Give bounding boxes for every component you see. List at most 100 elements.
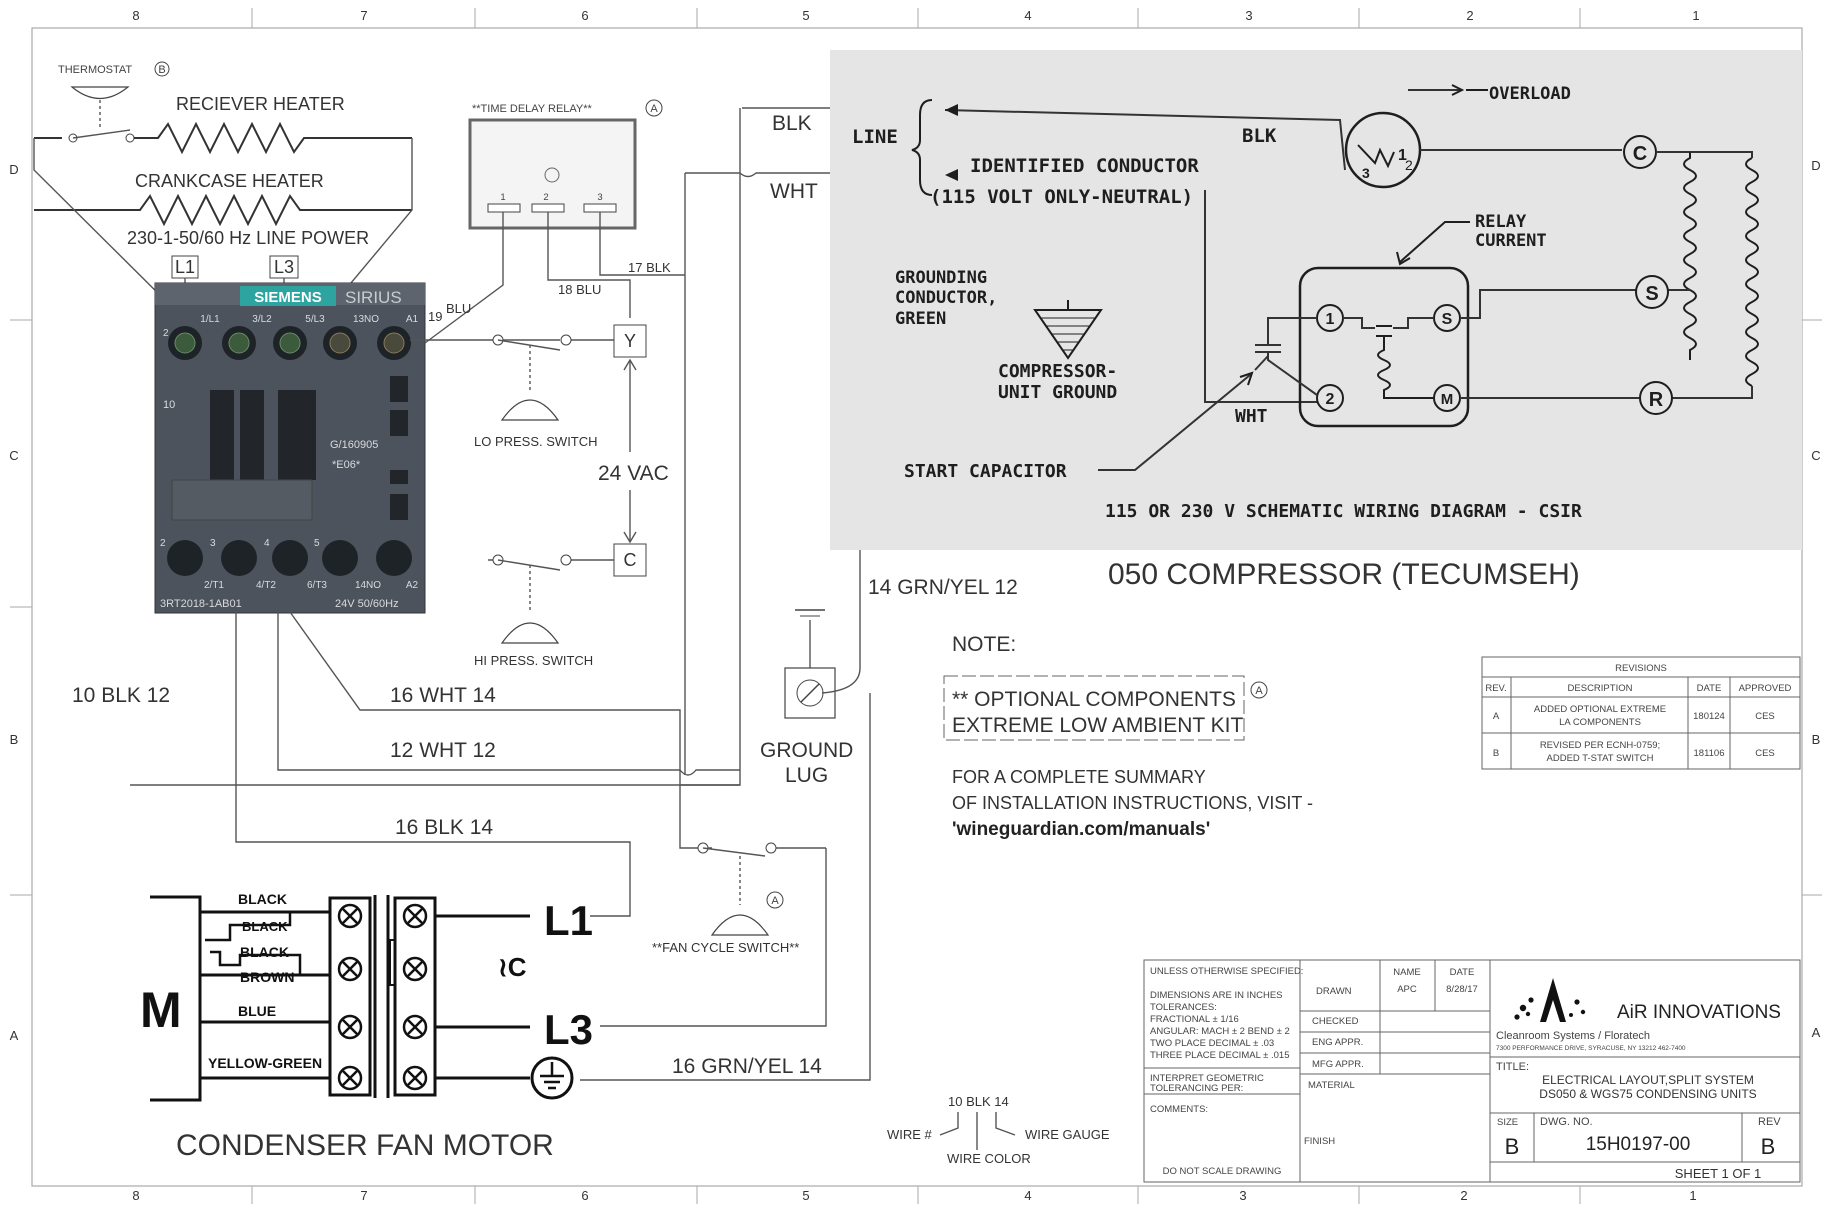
revision-cell: LA COMPONENTS xyxy=(1559,717,1641,728)
grid-col-label: 4 xyxy=(1024,8,1031,23)
relay-coil xyxy=(1377,336,1434,399)
relay-label: CURRENT xyxy=(1475,231,1547,251)
y-label: Y xyxy=(624,331,636,351)
ground-lug-label: GROUND xyxy=(760,739,853,762)
grid-row-label: A xyxy=(10,1028,19,1043)
contactor-side-number: 4 xyxy=(264,538,270,549)
revision-cell: ADDED T-STAT SWITCH xyxy=(1547,753,1654,764)
comp-terminal: S xyxy=(1645,283,1658,305)
grid-labels-bottom: 8 7 6 5 4 3 2 1 xyxy=(132,1188,1696,1203)
note-url: 'wineguardian.com/manuals' xyxy=(952,819,1210,840)
tb-title: DS050 & WGS75 CONDENSING UNITS xyxy=(1539,1087,1756,1101)
revisions-header: REV. xyxy=(1485,683,1506,694)
comp-blk-label: BLK xyxy=(1242,125,1277,147)
start-capacitor-symbol xyxy=(1255,317,1318,396)
grid-col-label: 3 xyxy=(1239,1188,1246,1203)
revision-cell: 181106 xyxy=(1694,748,1725,759)
y-terminal xyxy=(613,324,647,358)
24vac-label: 24 VAC xyxy=(598,462,669,485)
legend-wire-color: WIRE COLOR xyxy=(947,1151,1031,1166)
tb-mfg-appr: MFG APPR. xyxy=(1312,1059,1364,1070)
motor-m-label: M xyxy=(140,982,182,1038)
revision-cell: CES xyxy=(1755,748,1775,759)
revision-cell: CES xyxy=(1755,711,1775,722)
legend-wire-gauge: WIRE GAUGE xyxy=(1025,1127,1110,1142)
tb-company: AiR INNOVATIONS xyxy=(1617,1002,1781,1023)
c-terminal xyxy=(613,543,647,577)
overload-term: 2 xyxy=(1405,157,1413,173)
note-box-line: EXTREME LOW AMBIENT KIT xyxy=(952,714,1243,737)
receiver-heater-resistor xyxy=(34,121,412,155)
thermostat-label: THERMOSTAT xyxy=(58,64,132,76)
tb-drawn: DRAWN xyxy=(1316,986,1352,997)
fan-motor: M BLACK BLACK BLACK BROWN BLUE YELLOW-GR… xyxy=(140,891,593,1102)
grid-col-label: 3 xyxy=(1245,8,1252,23)
legend-example: 10 BLK 14 xyxy=(948,1094,1009,1109)
grid-ticks xyxy=(10,8,1822,1204)
grid-col-label: 6 xyxy=(581,1188,588,1203)
tb-comments: COMMENTS: xyxy=(1150,1104,1208,1115)
grid-col-label: 7 xyxy=(360,8,367,23)
crankcase-heater-label: CRANKCASE HEATER xyxy=(135,171,324,191)
contactor-side-number: 3 xyxy=(210,538,216,549)
revision-cell: ADDED OPTIONAL EXTREME xyxy=(1534,704,1666,715)
wire-12-wht-label: 12 WHT 12 xyxy=(390,739,496,762)
wire-17-blk xyxy=(599,212,685,276)
relay-term: S xyxy=(1442,311,1453,328)
revisions-table: REVISIONS REV. DESCRIPTION DATE APPROVED… xyxy=(1481,656,1801,770)
grounding-label: CONDUCTOR, xyxy=(895,288,997,308)
line-wht-label: WHT xyxy=(770,180,818,203)
contactor-top-screws xyxy=(168,326,411,360)
fan-cycle-label: **FAN CYCLE SWITCH** xyxy=(652,940,799,955)
schematic-title: 115 OR 230 V SCHEMATIC WIRING DIAGRAM - … xyxy=(1105,501,1582,522)
note-summary: FOR A COMPLETE SUMMARY xyxy=(952,767,1206,787)
tb-date-h: DATE xyxy=(1450,967,1475,978)
relay-label: RELAY xyxy=(1475,212,1527,232)
wire-18-blu xyxy=(547,212,631,318)
grid-col-label: 5 xyxy=(802,1188,809,1203)
contactor-terminal-label: 4/T2 xyxy=(256,580,276,591)
grid-col-label: 5 xyxy=(802,8,809,23)
time-delay-relay: **TIME DELAY RELAY** A 1 2 3 xyxy=(468,99,663,230)
relay-contacts xyxy=(1343,317,1434,329)
tb-interpret: INTERPRET GEOMETRIC xyxy=(1150,1073,1264,1084)
crankcase-heater-resistor xyxy=(34,193,412,227)
earth-ground-icon xyxy=(530,1056,574,1100)
ground-lug-label: LUG xyxy=(785,764,828,787)
tb-dwg-h: DWG. NO. xyxy=(1540,1116,1593,1128)
revision-cell: A xyxy=(1493,711,1500,722)
tb-size: B xyxy=(1505,1134,1520,1159)
revision-cell: 180124 xyxy=(1693,711,1725,722)
contactor-code: *E06* xyxy=(332,459,361,471)
compressor-title: 050 COMPRESSOR (TECUMSEH) xyxy=(1108,558,1580,591)
contactor-terminal-label: 1/L1 xyxy=(200,314,220,325)
tb-dims: TOLERANCES: xyxy=(1150,1002,1217,1013)
revisions-header: APPROVED xyxy=(1739,683,1792,694)
wire-12-wht xyxy=(277,612,740,776)
tb-unless: UNLESS OTHERWISE SPECIFIED: xyxy=(1150,966,1303,977)
relay-note: A xyxy=(650,103,658,115)
wire-10-label: 10 BLK 12 xyxy=(72,684,170,707)
tb-no-scale: DO NOT SCALE DRAWING xyxy=(1163,1166,1282,1177)
grid-col-label: 1 xyxy=(1692,8,1699,23)
motor-wire-label: BLUE xyxy=(238,1003,276,1019)
motor-l3-label: L3 xyxy=(544,1006,593,1053)
title-block: UNLESS OTHERWISE SPECIFIED: DIMENSIONS A… xyxy=(1143,959,1801,1183)
grid-col-label: 2 xyxy=(1466,8,1473,23)
note-box-line: ** OPTIONAL COMPONENTS xyxy=(952,688,1236,711)
contactor-terminal-label: 3/L2 xyxy=(252,314,272,325)
wire-18-label: 18 BLU xyxy=(558,282,601,297)
hi-press-label: HI PRESS. SWITCH xyxy=(474,653,593,668)
wire-16-wht xyxy=(289,611,712,849)
run-winding-leads xyxy=(1672,151,1753,399)
grid-labels-rows: D C B A D C B A xyxy=(9,158,1820,1043)
grid-row-label: A xyxy=(1812,1025,1821,1040)
line-label: LINE xyxy=(852,126,898,148)
contactor-terminal-label: A1 xyxy=(406,314,419,325)
revisions-header: DATE xyxy=(1697,683,1722,694)
contactor-terminal-label: 5/L3 xyxy=(305,314,325,325)
wire-10-blk xyxy=(235,612,631,910)
tb-checked: CHECKED xyxy=(1312,1016,1359,1027)
grid-row-label: B xyxy=(1812,732,1821,747)
